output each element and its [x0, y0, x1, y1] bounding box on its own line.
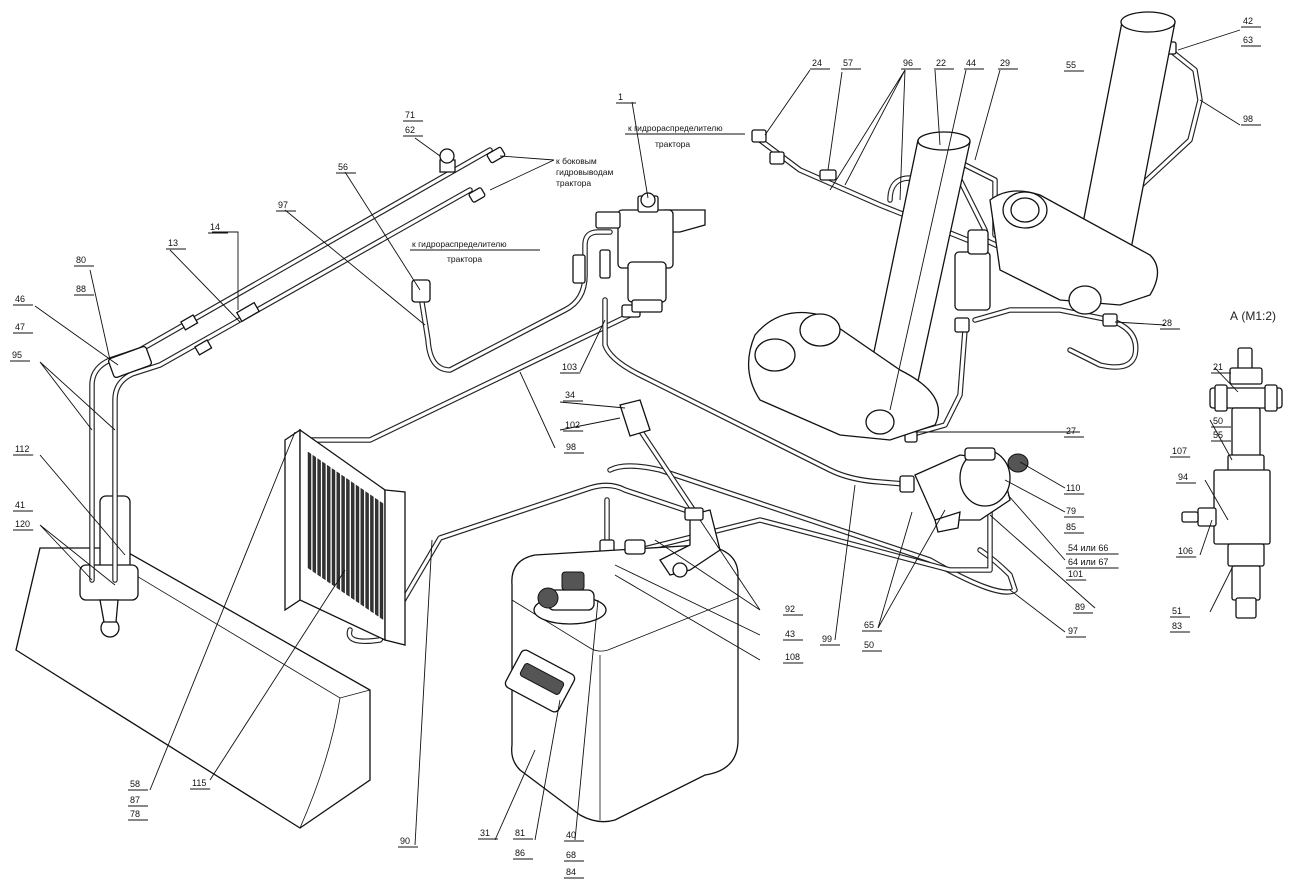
callout-c71: 71	[405, 110, 415, 120]
oil-cooler-radiator	[284, 428, 406, 646]
label-to-distributor-mid: к гидрораспределителю	[412, 239, 507, 249]
label-tractor-mid: трактора	[447, 254, 482, 264]
callout-c57: 57	[843, 58, 853, 68]
callout-c34: 34	[565, 390, 575, 400]
callout-c56: 56	[338, 162, 348, 172]
callout-c90: 90	[400, 836, 410, 846]
label-tractor-side: трактора	[556, 178, 591, 188]
callout-c85: 85	[1066, 522, 1076, 532]
callout-c120: 120	[15, 519, 30, 529]
callout-c55a: 55	[1066, 60, 1076, 70]
callout-c88: 88	[76, 284, 86, 294]
callout-c94: 94	[1178, 472, 1188, 482]
callout-c62: 62	[405, 125, 415, 135]
callout-c29: 29	[1000, 58, 1010, 68]
callout-c47: 47	[15, 322, 25, 332]
callout-c50a: 50	[864, 640, 874, 650]
callout-c115: 115	[192, 778, 206, 788]
callout-c110: 110	[1066, 483, 1080, 493]
callout-c95: 95	[12, 350, 22, 360]
callout-c101: 101	[1068, 569, 1083, 579]
annotation-texts: к гидрораспределителю трактора к боковым…	[412, 123, 1276, 323]
callout-c14: 14	[210, 222, 220, 232]
callout-c31: 31	[480, 828, 490, 838]
callout-c78: 78	[130, 809, 140, 819]
callout-labels: 1 24 57 96 22 44 29 55 42 63 98 71 62 56 97 80 88 13 14 46 4…	[10, 16, 1261, 879]
frame-structure	[747, 11, 1176, 441]
callout-c51: 51	[1172, 606, 1182, 616]
detail-view-a	[1181, 347, 1283, 619]
callout-c54: 54 или 66	[1068, 543, 1108, 553]
callout-c108: 108	[785, 652, 800, 662]
callout-c40: 40	[566, 830, 576, 840]
callout-c27: 27	[1066, 426, 1076, 436]
callout-c92: 92	[785, 604, 795, 614]
callout-c89: 89	[1075, 602, 1085, 612]
callout-c42: 42	[1243, 16, 1253, 26]
detail-view-title: А (М1:2)	[1230, 309, 1276, 323]
callout-c86: 86	[515, 848, 525, 858]
callout-c98a: 98	[1243, 114, 1253, 124]
callout-c68: 68	[566, 850, 576, 860]
label-to-distributor-top: к гидрораспределителю	[628, 123, 723, 133]
callout-c102: 102	[565, 420, 580, 430]
pipe-fittings	[107, 41, 1177, 561]
flow-divider-valve	[595, 192, 706, 313]
callout-c98b: 98	[566, 442, 576, 452]
label-tractor-top: трактора	[655, 139, 690, 149]
callout-c50b: 50	[1213, 416, 1223, 426]
callout-c112: 112	[15, 444, 29, 454]
callout-c96: 96	[903, 58, 913, 68]
callout-c103: 103	[562, 362, 577, 372]
callout-c64: 64 или 67	[1068, 557, 1108, 567]
callout-c24: 24	[812, 58, 822, 68]
label-to-side-outlets: к боковым	[556, 156, 597, 166]
callout-c43: 43	[785, 629, 795, 639]
hydraulic-pump	[914, 447, 1029, 533]
callout-c46: 46	[15, 294, 25, 304]
oil-tank	[504, 539, 739, 823]
callout-c80: 80	[76, 255, 86, 265]
callout-c55b: 55	[1213, 430, 1223, 440]
callout-c28: 28	[1162, 318, 1172, 328]
callout-c106: 106	[1178, 546, 1193, 556]
callout-c83: 83	[1172, 621, 1182, 631]
callout-c21: 21	[1213, 362, 1223, 372]
callout-c79: 79	[1066, 506, 1076, 516]
callout-c1: 1	[618, 92, 623, 102]
callout-c44: 44	[966, 58, 976, 68]
callout-c58: 58	[130, 779, 140, 789]
callout-c84: 84	[566, 867, 576, 877]
callout-c97b: 97	[1068, 626, 1078, 636]
callout-c99: 99	[822, 634, 832, 644]
callout-c22: 22	[936, 58, 946, 68]
callout-c97a: 97	[278, 200, 288, 210]
callout-c13: 13	[168, 238, 178, 248]
callout-c81: 81	[515, 828, 525, 838]
bracket	[619, 399, 721, 578]
callout-c41: 41	[15, 500, 25, 510]
leader-lines	[34, 29, 1241, 846]
callout-c87: 87	[130, 795, 140, 805]
callout-c107: 107	[1172, 446, 1187, 456]
label-side-outlets-2: гидровыводам	[556, 167, 614, 177]
callout-c63: 63	[1243, 35, 1253, 45]
callout-c65: 65	[864, 620, 874, 630]
